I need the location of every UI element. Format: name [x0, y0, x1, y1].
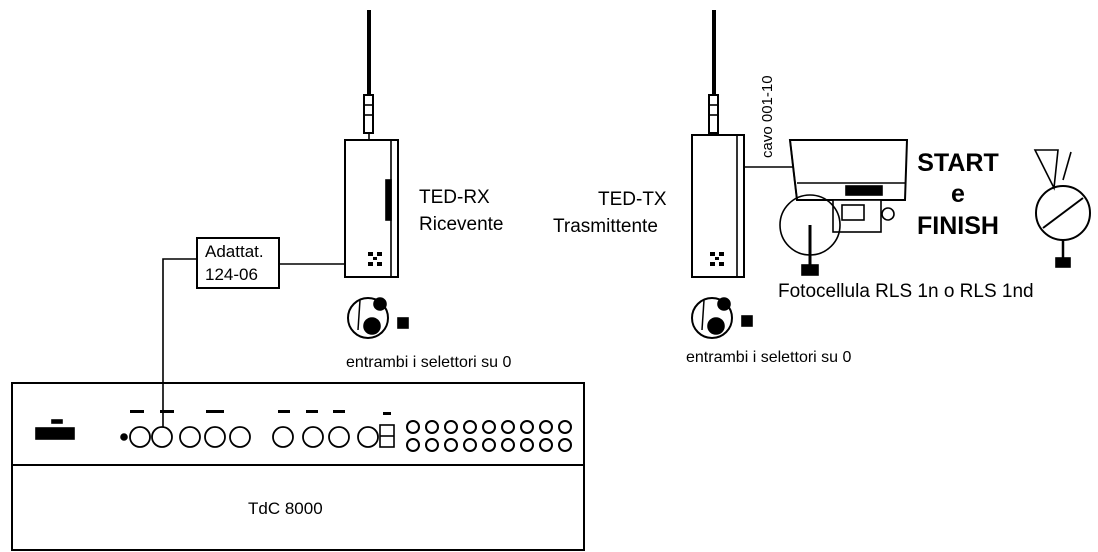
photocell-drawing — [779, 139, 909, 276]
finish-label: FINISH — [917, 211, 999, 240]
rx-device — [344, 139, 399, 278]
timer-label: TdC 8000 — [248, 499, 323, 518]
tx-antenna — [708, 10, 719, 135]
start-finish-title: START e FINISH — [898, 148, 1018, 242]
and-label: e — [951, 180, 965, 209]
rx-antenna — [363, 10, 374, 140]
rx-desc-label: Ricevente — [419, 214, 504, 235]
tx-selector-note: entrambi i selettori su 0 — [686, 349, 852, 366]
tx-desc-label: Trasmittente — [553, 216, 658, 237]
tx-selector-dials — [691, 297, 753, 339]
rx-selector-note: entrambi i selettori su 0 — [346, 354, 512, 371]
photocell-label: Fotocellula RLS 1n o RLS 1nd — [778, 281, 1034, 302]
tx-device — [691, 134, 745, 278]
timer-device — [11, 382, 585, 551]
wire-adapter-to-timer — [162, 258, 197, 430]
tx-name-label: TED-TX — [598, 189, 667, 210]
rx-selector-dials — [347, 297, 409, 339]
rx-name-label: TED-RX — [419, 187, 490, 208]
adapter-label-line2: 124-06 — [205, 265, 258, 284]
adapter-label-line1: Adattat. — [205, 242, 264, 261]
reflector-drawing — [1033, 149, 1091, 268]
start-label: START — [917, 149, 999, 177]
cable-label: cavo 001-10 — [759, 75, 776, 158]
adapter-box — [196, 237, 280, 289]
